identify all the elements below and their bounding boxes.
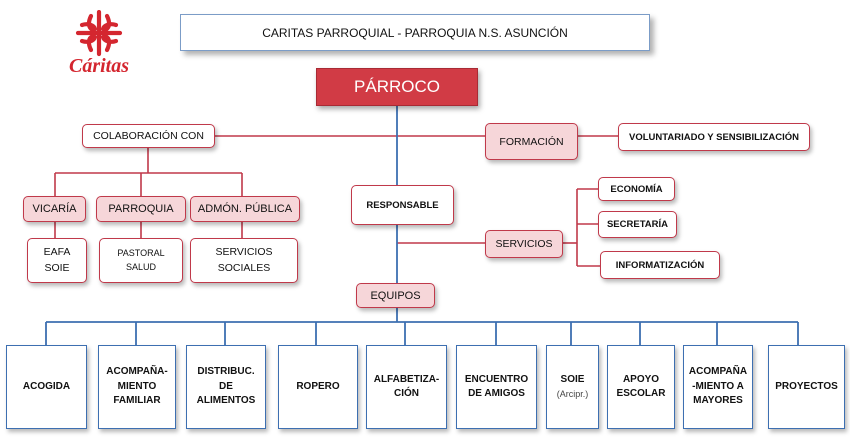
team-soie-label: SOIE — [560, 374, 585, 386]
eafa-soie-box: EAFA SOIE — [27, 238, 87, 283]
team-acogida-label: ACOGIDA — [22, 380, 71, 392]
informatizacion-label: INFORMATIZACIÓN — [615, 259, 705, 271]
admon-box: ADMÓN. PÚBLICA — [190, 196, 300, 222]
parroquia-label: PARROQUIA — [108, 203, 174, 215]
team-acompanamiento-mayores-label: ACOMPAÑA -MIENTO A MAYORES — [688, 366, 748, 407]
team-acompanamiento-familiar: ACOMPAÑA- MIENTO FAMILIAR — [98, 345, 176, 429]
pastoral-salud-label: PASTORAL SALUD — [117, 248, 165, 272]
team-encuentro-amigos-label: ENCUENTRO DE AMIGOS — [464, 373, 529, 400]
team-distribucion-alimentos-label: DISTRIBUC. DE ALIMENTOS — [196, 366, 256, 407]
colaboracion-label: COLABORACIÓN CON — [93, 130, 204, 142]
vicaria-label: VICARÍA — [32, 203, 77, 215]
economia-box: ECONOMÍA — [598, 177, 675, 201]
eafa-soie-label: EAFA SOIE — [43, 245, 71, 274]
team-acogida: ACOGIDA — [6, 345, 87, 429]
team-ropero: ROPERO — [278, 345, 358, 429]
equipos-box: EQUIPOS — [356, 283, 435, 308]
caritas-logo: Cáritas — [44, 9, 154, 77]
parroco-box: PÁRROCO — [316, 68, 478, 106]
team-proyectos: PROYECTOS — [768, 345, 845, 429]
voluntariado-label: VOLUNTARIADO Y SENSIBILIZACIÓN — [629, 131, 799, 143]
team-apoyo-escolar: APOYO ESCOLAR — [607, 345, 675, 429]
team-alfabetizacion: ALFABETIZA- CIÓN — [366, 345, 447, 429]
economia-label: ECONOMÍA — [610, 183, 663, 195]
servicios-sociales-box: SERVICIOS SOCIALES — [190, 238, 298, 283]
team-distribucion-alimentos: DISTRIBUC. DE ALIMENTOS — [186, 345, 266, 429]
vicaria-box: VICARÍA — [23, 196, 86, 222]
team-ropero-label: ROPERO — [296, 380, 340, 392]
voluntariado-box: VOLUNTARIADO Y SENSIBILIZACIÓN — [618, 123, 810, 151]
team-proyectos-label: PROYECTOS — [775, 380, 838, 392]
informatizacion-box: INFORMATIZACIÓN — [600, 251, 720, 279]
team-soie: SOIE (Arcipr.) — [546, 345, 599, 429]
servicios-sociales-label: SERVICIOS SOCIALES — [215, 245, 273, 274]
responsable-box: RESPONSABLE — [351, 185, 454, 225]
team-apoyo-escolar-label: APOYO ESCOLAR — [616, 373, 666, 400]
team-encuentro-amigos: ENCUENTRO DE AMIGOS — [456, 345, 537, 429]
secretaria-label: SECRETARÍA — [606, 219, 669, 230]
team-soie-sublabel: (Arcipr.) — [556, 388, 589, 399]
page-title-text: CARITAS PARROQUIAL - PARROQUIA N.S. ASUN… — [262, 25, 568, 40]
team-acompanamiento-mayores: ACOMPAÑA -MIENTO A MAYORES — [683, 345, 753, 429]
parroco-label: PÁRROCO — [354, 77, 440, 96]
team-alfabetizacion-label: ALFABETIZA- CIÓN — [373, 373, 440, 400]
servicios-box: SERVICIOS — [485, 230, 563, 258]
formacion-box: FORMACIÓN — [485, 123, 578, 160]
responsable-label: RESPONSABLE — [366, 199, 439, 211]
pastoral-salud-box: PASTORAL SALUD — [99, 238, 183, 283]
logo-name: Cáritas — [68, 55, 130, 77]
parroquia-box: PARROQUIA — [96, 196, 186, 222]
formacion-label: FORMACIÓN — [499, 135, 564, 148]
secretaria-box: SECRETARÍA — [598, 211, 677, 238]
admon-label: ADMÓN. PÚBLICA — [197, 203, 293, 215]
colaboracion-box: COLABORACIÓN CON — [82, 124, 215, 148]
page-title: CARITAS PARROQUIAL - PARROQUIA N.S. ASUN… — [180, 14, 650, 51]
servicios-label: SERVICIOS — [495, 238, 553, 250]
team-acompanamiento-familiar-label: ACOMPAÑA- MIENTO FAMILIAR — [106, 366, 168, 407]
equipos-label: EQUIPOS — [370, 289, 421, 302]
caritas-cross-icon — [75, 9, 123, 57]
